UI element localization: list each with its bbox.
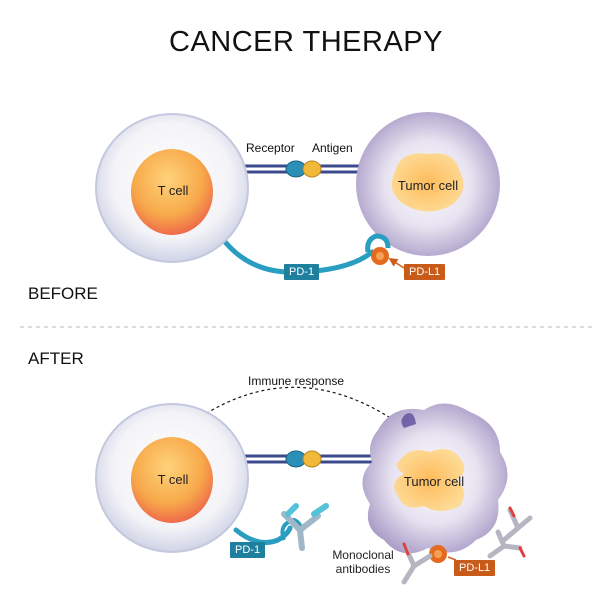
t-cell-label-after: T cell xyxy=(157,472,189,487)
antibody-right-top xyxy=(501,506,533,543)
section-label-after: AFTER xyxy=(28,349,84,368)
pdl1-tag-after: PD-L1 xyxy=(454,560,496,576)
tumor-cell-label-before: Tumor cell xyxy=(397,178,459,193)
receptor-antigen-complex-after xyxy=(285,450,322,468)
pd1-tag-after: PD-1 xyxy=(230,542,266,558)
tumor-cell-label-after: Tumor cell xyxy=(403,474,465,489)
page-title: CANCER THERAPY xyxy=(169,26,443,58)
immune-response-label: Immune response xyxy=(248,374,345,388)
antibody-bottom-left xyxy=(401,542,433,585)
section-label-before: BEFORE xyxy=(28,284,98,303)
t-cell-before xyxy=(95,113,249,263)
monoclonal-antibodies-label: Monoclonal antibodies xyxy=(326,548,400,576)
pd1-pdl1-binding-before xyxy=(365,233,405,269)
immune-response-arrow xyxy=(195,386,410,431)
monoclonal-label-line1: Monoclonal xyxy=(332,548,394,562)
pdl1-tag-before: PD-L1 xyxy=(404,264,446,280)
antigen-label: Antigen xyxy=(312,141,353,155)
receptor-antigen-complex-before xyxy=(285,160,322,178)
antibody-right-bottom xyxy=(487,529,526,559)
t-cell-after xyxy=(95,403,249,553)
monoclonal-label-line2: antibodies xyxy=(335,562,391,576)
tumor-cell-before xyxy=(356,112,500,256)
tumor-cell-after xyxy=(362,403,508,554)
receptor-label: Receptor xyxy=(246,141,295,155)
pd1-tag-before: PD-1 xyxy=(284,264,320,280)
t-cell-label-before: T cell xyxy=(157,183,189,198)
antibody-on-pd1 xyxy=(281,503,329,551)
pdl1-after xyxy=(429,545,457,563)
